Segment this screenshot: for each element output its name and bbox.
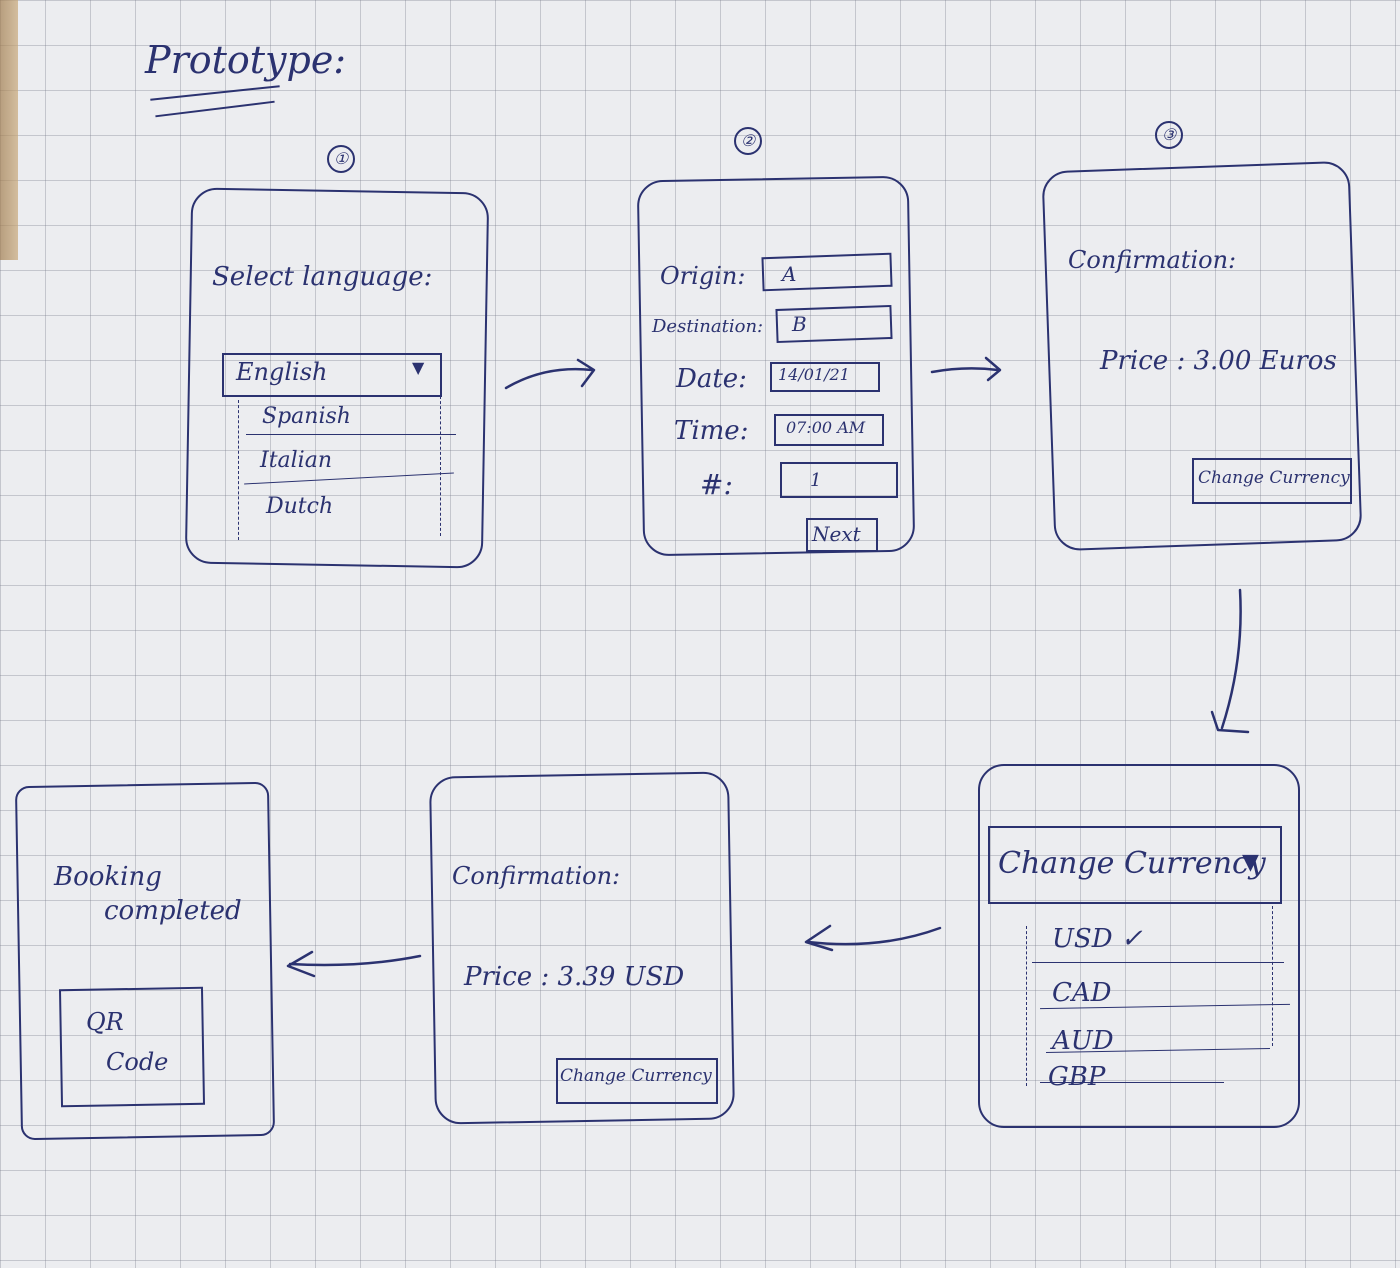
destination-label: Destination: bbox=[652, 316, 764, 337]
qr-code-placeholder bbox=[58, 986, 206, 1108]
arrow-head bbox=[804, 924, 834, 952]
time-label: Time: bbox=[674, 416, 749, 446]
dropdown-triangle-icon: ▼ bbox=[412, 358, 425, 377]
time-field[interactable] bbox=[774, 414, 884, 446]
qr-label-line1: QR bbox=[86, 1008, 124, 1036]
booking-heading-line1: Booking bbox=[54, 862, 162, 892]
language-selected: English bbox=[236, 358, 328, 386]
currency-option-cad[interactable]: CAD bbox=[1052, 978, 1112, 1008]
passengers-field[interactable] bbox=[780, 462, 898, 498]
currency-dropdown-label: Change Currency bbox=[998, 846, 1266, 881]
arrow-head bbox=[984, 356, 1002, 382]
price-usd: Price : 3.39 USD bbox=[464, 962, 685, 992]
destination-value: B bbox=[792, 312, 807, 336]
currency-dropdown[interactable] bbox=[988, 826, 1282, 904]
date-field[interactable] bbox=[770, 362, 880, 392]
step-number-2: ② bbox=[734, 127, 762, 155]
dropdown-list-right-edge bbox=[440, 396, 441, 536]
title-underline bbox=[150, 85, 280, 101]
time-value: 07:00 AM bbox=[786, 418, 866, 437]
date-value: 14/01/21 bbox=[778, 365, 850, 384]
price-euros: Price : 3.00 Euros bbox=[1100, 346, 1337, 376]
option-divider bbox=[246, 434, 456, 435]
arrow-screen4-to-screen5 bbox=[806, 926, 942, 946]
currency-option-usd[interactable]: USD ✓ bbox=[1052, 924, 1143, 954]
step-number-3: ③ bbox=[1155, 121, 1183, 149]
language-dropdown[interactable] bbox=[222, 353, 442, 397]
confirmation-heading: Confirmation: bbox=[1068, 246, 1237, 274]
currency-list-left-edge bbox=[1026, 926, 1027, 1086]
currency-option-gbp[interactable]: GBP bbox=[1048, 1062, 1106, 1092]
change-currency-button-label: Change Currency bbox=[560, 1066, 712, 1086]
arrow-screen5-to-screen6 bbox=[288, 954, 422, 967]
origin-label: Origin: bbox=[660, 262, 746, 290]
dropdown-triangle-icon: ▼ bbox=[1242, 850, 1259, 875]
date-label: Date: bbox=[676, 364, 747, 394]
change-currency-button[interactable] bbox=[1192, 458, 1352, 504]
arrow-head bbox=[286, 950, 316, 978]
change-currency-button-label: Change Currency bbox=[1198, 468, 1350, 488]
arrow-head bbox=[1210, 710, 1250, 734]
screen-currency-select bbox=[978, 764, 1300, 1128]
language-heading: Select language: bbox=[212, 262, 433, 292]
step-number-1: ① bbox=[327, 145, 355, 173]
dropdown-list-left-edge bbox=[238, 400, 239, 540]
language-option-dutch[interactable]: Dutch bbox=[266, 494, 334, 519]
change-currency-button[interactable] bbox=[556, 1058, 718, 1104]
arrow-head bbox=[576, 358, 596, 388]
currency-list-right-edge bbox=[1272, 906, 1273, 1046]
title-underline-second bbox=[155, 100, 275, 118]
page-title: Prototype: bbox=[145, 38, 347, 82]
language-option-italian[interactable]: Italian bbox=[260, 448, 333, 473]
passengers-label: #: bbox=[700, 468, 733, 501]
origin-value: A bbox=[782, 262, 797, 286]
currency-divider bbox=[1032, 962, 1284, 963]
arrow-screen2-to-screen3 bbox=[930, 367, 1000, 374]
currency-option-aud[interactable]: AUD bbox=[1052, 1026, 1114, 1056]
qr-label-line2: Code bbox=[106, 1048, 169, 1076]
booking-heading-line2: completed bbox=[104, 896, 242, 926]
confirmation-heading: Confirmation: bbox=[452, 862, 621, 890]
currency-divider bbox=[1040, 1082, 1224, 1083]
next-button-label: Next bbox=[812, 522, 861, 546]
arrow-screen1-to-screen2 bbox=[504, 367, 594, 390]
arrow-screen3-to-screen4 bbox=[1220, 588, 1242, 730]
next-button[interactable] bbox=[806, 518, 878, 552]
wooden-table-edge bbox=[0, 0, 18, 260]
passengers-value: 1 bbox=[810, 470, 822, 491]
language-option-spanish[interactable]: Spanish bbox=[262, 404, 351, 429]
